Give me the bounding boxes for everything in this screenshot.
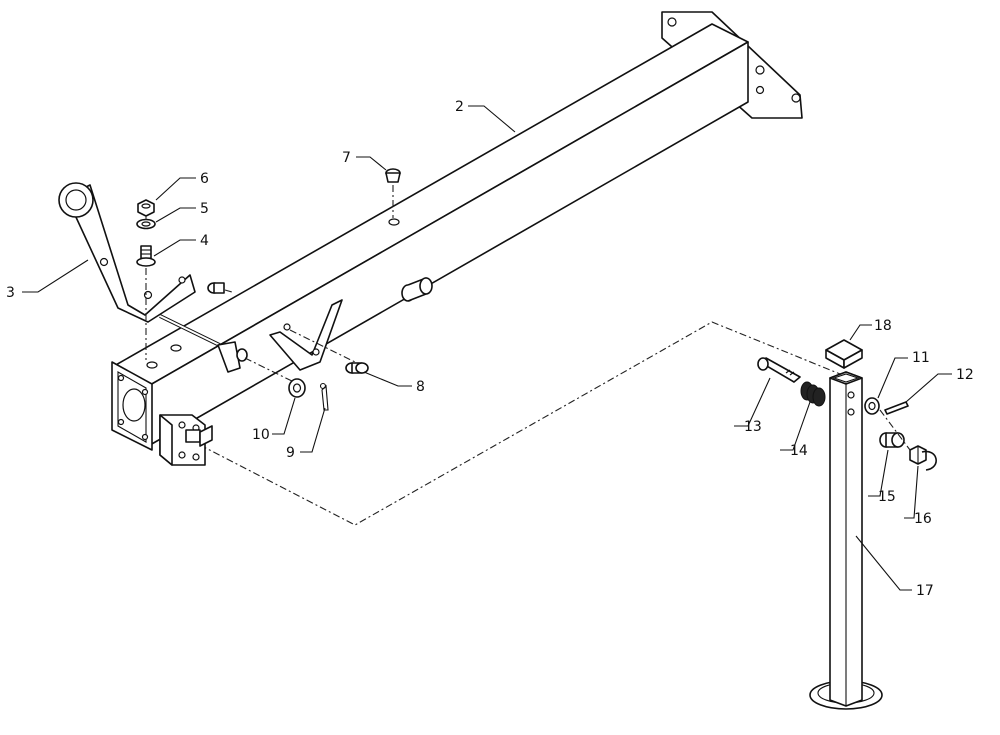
jack-leg-17 xyxy=(809,371,883,710)
leg-hardware-axis xyxy=(879,409,911,451)
tube-plug-axis xyxy=(224,289,233,293)
callout-8: 8 xyxy=(416,379,425,395)
callout-5: 5 xyxy=(200,201,209,217)
cap-18 xyxy=(825,339,863,369)
v-bracket-axis xyxy=(289,329,356,363)
end-bracket xyxy=(159,414,213,466)
assembly-line xyxy=(199,321,851,526)
r-clip-9 xyxy=(319,382,329,411)
tube-plug xyxy=(207,282,225,294)
callout-11: 11 xyxy=(912,350,930,366)
washer-10 xyxy=(288,378,306,398)
callout-18: 18 xyxy=(874,318,892,334)
callout-13: 13 xyxy=(744,419,762,435)
pin-axis xyxy=(244,357,301,386)
pin-12 xyxy=(884,401,909,415)
main-beam xyxy=(111,11,803,451)
pin-assembly xyxy=(159,314,248,373)
cap-plug-7 xyxy=(385,168,401,183)
callout-15: 15 xyxy=(878,489,896,505)
washer-11 xyxy=(864,397,880,415)
tow-eye-bracket xyxy=(58,182,196,323)
callout-12: 12 xyxy=(956,367,974,383)
callout-17: 17 xyxy=(916,583,934,599)
callout-10: 10 xyxy=(252,427,270,443)
callout-16: 16 xyxy=(914,511,932,527)
v-bracket xyxy=(269,299,343,371)
callout-9: 9 xyxy=(286,445,295,461)
bolt-4 xyxy=(136,245,156,267)
spring-14 xyxy=(800,381,826,407)
spacer-15 xyxy=(879,432,905,448)
callout-4: 4 xyxy=(200,233,209,249)
callout-labels: 2 3 4 5 6 7 8 9 10 11 12 13 14 15 16 17 … xyxy=(6,99,974,599)
callout-6: 6 xyxy=(200,171,209,187)
tube-sleeve xyxy=(401,277,433,302)
washer-5 xyxy=(136,218,156,230)
callout-14: 14 xyxy=(790,443,808,459)
callout-3: 3 xyxy=(6,285,15,301)
nut-6 xyxy=(137,199,155,217)
leader-lines xyxy=(22,105,952,591)
plug-8 xyxy=(345,362,369,374)
handle-nut-16 xyxy=(909,445,937,471)
bolt-13 xyxy=(757,357,801,383)
callout-7: 7 xyxy=(342,150,351,166)
callout-2: 2 xyxy=(455,99,464,115)
